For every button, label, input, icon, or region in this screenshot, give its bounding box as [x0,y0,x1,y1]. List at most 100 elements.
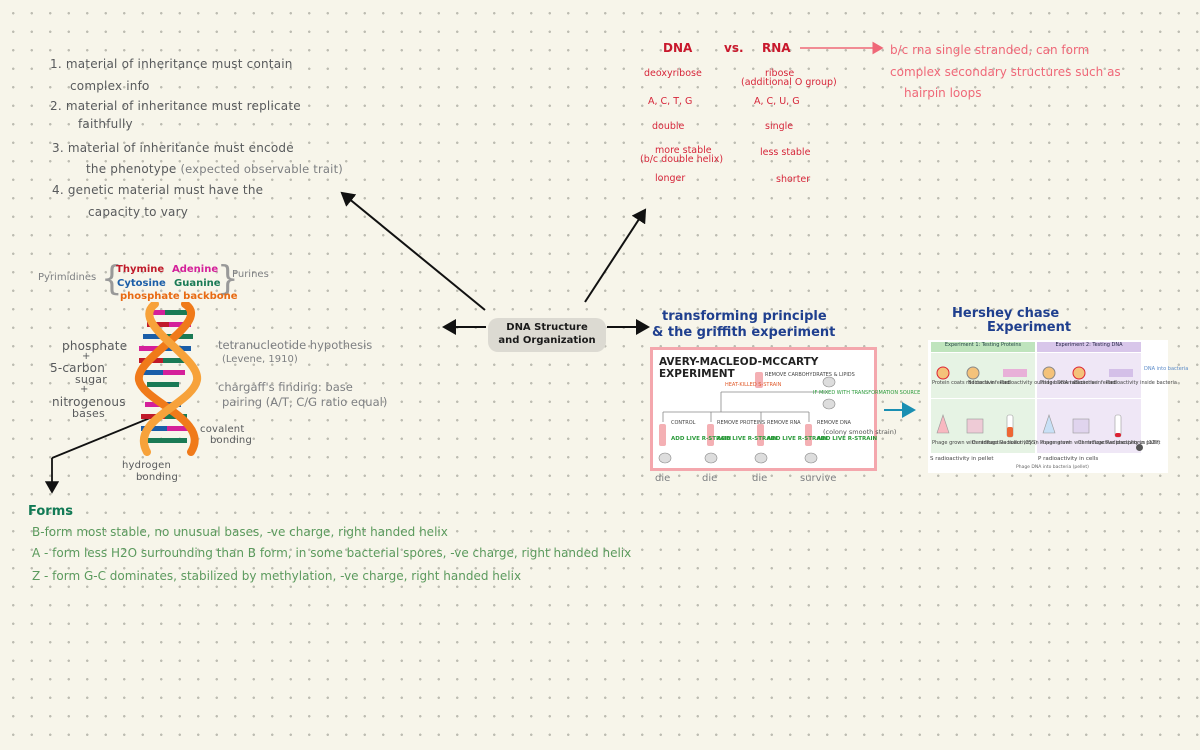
amc-outcome-1: die [655,473,671,484]
hershey-exp1-header: Experiment 1: Testing Proteins [931,342,1035,352]
hershey-title-line2: Experiment [987,320,1072,335]
purines-label: Purines [232,269,269,280]
hershey-side-note: DNA into bacteria [1144,366,1189,372]
hershey-r2-b: Centrifuge [972,440,999,446]
brace-left: { [101,259,123,299]
transforming-title-line2: & the griffith experiment [652,325,836,340]
hershey-r3-a: Phage DNA radioactive [1040,380,1098,386]
expand-icon[interactable] [1136,444,1143,451]
central-topic-node[interactable]: DNA Structure and Organization [488,318,606,352]
rna-note-line3: hairpin loops [904,86,982,100]
nucleotide-bases-line1: nitrogenous [52,395,126,409]
amc-label-control: CONTROL [671,420,696,426]
backbone-label: phosphate backbone [120,291,238,302]
amc-outcome-2: die [702,473,718,484]
b-form-line: B-form most stable, no unusual bases, -v… [32,525,448,539]
dna-stability: more stable [655,145,712,156]
forms-title: Forms [28,504,73,519]
nucleotide-bases-line2: bases [72,407,105,420]
hershey-r1-a: Protein coats radioactive [932,380,995,386]
hershey-footer-1: S radioactivity in pellet [930,456,994,462]
rna-note-line1: b/c rna single stranded, can form [890,43,1090,57]
amc-title: AVERY-MACLEOD-MCCARTY EXPERIMENT [659,356,819,380]
hershey-r4-b: Centrifuge [1078,440,1105,446]
hershey-r3-b: Bacteria infected [1074,380,1117,386]
dna-length: longer [655,173,686,184]
brace-right: } [217,259,239,299]
amc-label-remove-carbs: REMOVE CARBOHYDRATES & LIPIDS [765,372,855,378]
criteria-3-term: the phenotype [86,162,177,176]
amc-label-transformation: IF MIXED WITH TRANSFORMATION SOURCE [813,390,921,396]
arrow-to-forms [51,417,151,459]
avery-macleod-mccarty-diagram[interactable]: AVERY-MACLEOD-MCCARTY EXPERIMENT HEAT-KI… [650,347,920,471]
hershey-exp2-header: Experiment 2: Testing DNA [1037,342,1141,352]
rna-sugar-note: (additional O group) [741,77,837,88]
hershey-r1-b: Bacteria infected [968,380,1011,386]
criteria-4-line1: 4. genetic material must have the [52,183,264,197]
criteria-1-line2: complex info [70,79,150,93]
hershey-r4-c: Radioactivity in pellet [1106,440,1161,446]
hershey-title-line1: Hershey chase [952,306,1060,321]
amc-outcome-4: survive [800,473,837,484]
hershey-row-divider [931,398,1141,399]
double-helix-graphic [135,302,201,456]
covalent-line2: bonding [210,435,253,446]
thymine-label: Thymine [116,264,165,275]
hershey-r2-c: Radioactivity in supernatant [1000,440,1071,446]
nucleotide-phosphate: phosphate [62,339,128,353]
chargaff-line1: chargaff's finding: base [218,380,353,394]
dna-bases: A, C, T, G [648,96,693,107]
chargaff-line2: pairing (A/T, C/G ratio equal) [222,395,388,409]
rna-stability: less stable [760,147,811,158]
criteria-2-line2: faithfully [78,117,133,131]
hershey-r1-c: Radioactivity outside bacteria [1000,380,1075,386]
amc-label-remove-rna: REMOVE RNA [767,420,801,426]
helix-strand-2 [140,302,201,456]
dna-heading: DNA [663,41,693,55]
amc-flow-graphic [658,372,836,464]
rna-sugar: ribose [765,68,795,79]
rna-note-line2: complex secondary structures such as [890,65,1121,79]
arrow-to-compare [584,208,647,303]
criteria-3-note: (expected observable trait) [180,162,343,176]
amc-add-live-3: ADD LIVE R-STRAIN [767,436,828,442]
rna-length: shorter [776,174,811,185]
rna-strand: single [765,121,794,132]
hershey-r4-a: Phage grown with radioactive phosphorus … [1040,440,1160,446]
criteria-4-line2: capacity to vary [88,205,189,219]
tetranucleotide-line2: (Levene, 1910) [222,354,298,365]
adenine-label: Adenine [172,264,219,275]
amc-smooth-annotation: (colony smooth strain) [823,428,897,436]
amc-add-live-4: ADD LIVE R-STRAIN [817,436,878,442]
amc-label-heat-killed: HEAT-KILLED S-STRAIN [725,382,782,388]
hydrogen-line2: bonding [136,472,179,483]
hershey-icons [936,366,1133,438]
nucleotide-sugar-line2: sugar [75,373,107,386]
cytosine-label: Cytosine [117,278,166,289]
helix-strand-1 [135,302,199,456]
central-topic-line2: and Organization [498,335,596,346]
criteria-2-line1: 2. material of inheritance must replicat… [50,99,301,113]
criteria-3-line1: 3. material of inheritance must encode [52,141,294,155]
hershey-r2-a: Phage grown with radioactive sulfur (35S… [932,440,1038,446]
central-topic-line1: DNA Structure [506,322,588,333]
covalent-line1: covalent [200,424,245,435]
criteria-3-line2: the phenotype (expected observable trait… [86,163,343,176]
hershey-r3-c: Radioactivity inside bacteria [1106,380,1177,386]
nucleotide-sugar-line1: 5-carbon [50,361,106,375]
hershey-footer-3: Phage DNA into bacteria (pellet) [1016,465,1089,470]
criteria-1-line1: 1. material of inheritance must contain [50,57,293,71]
hershey-chase-diagram[interactable]: Experiment 1: Testing Proteins Experimen… [928,340,1188,473]
nucleotide-plus-2: + [80,384,89,395]
arrow-to-criteria [340,191,486,311]
dna-strand: double [652,121,685,132]
dna-stability-note: (b/c double helix) [640,154,724,165]
tetranucleotide-line1: tetranucleotide hypothesis [218,338,373,352]
rna-bases: A, C, U, G [754,96,800,107]
nucleotide-plus-1: + [82,351,91,362]
guanine-label: Guanine [174,278,221,289]
a-form-line: A - form less H2O surrounding than B for… [32,546,632,560]
transforming-title-line1: transforming principle [662,309,827,324]
hershey-footer-2: P radioactivity in cells [1038,456,1099,462]
